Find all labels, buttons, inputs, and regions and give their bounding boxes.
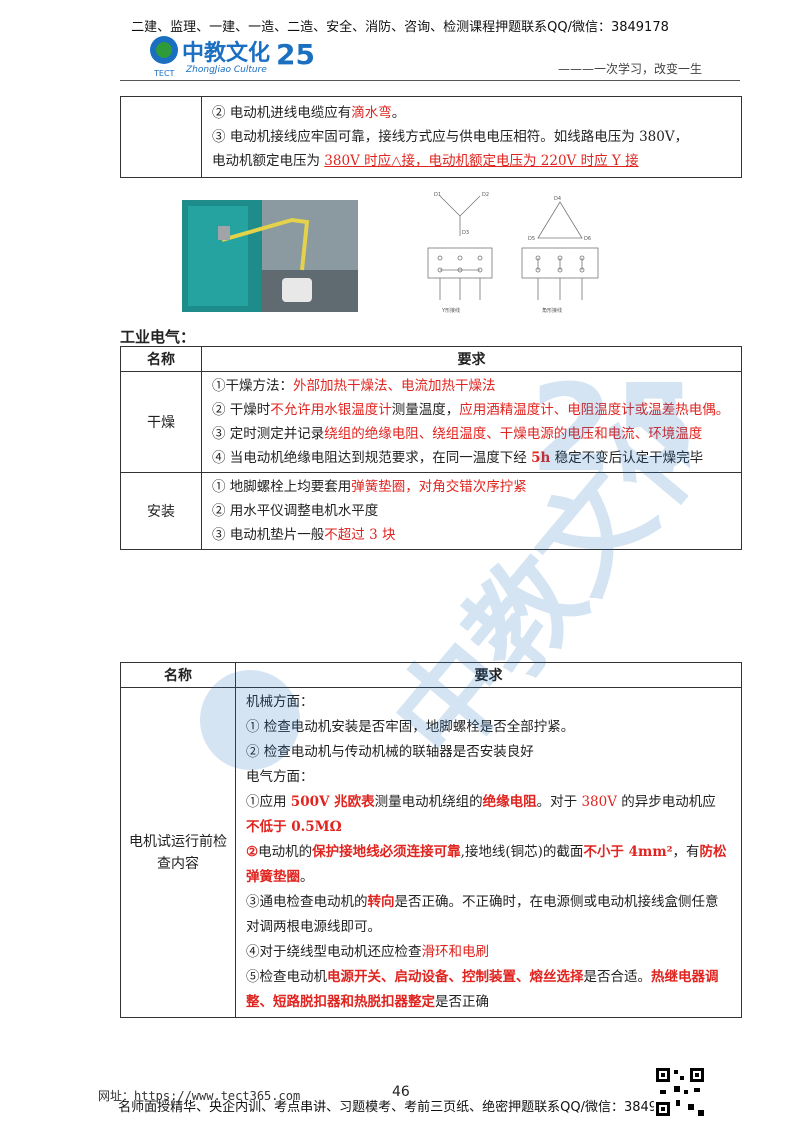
row-req-dry: ①干燥方法：外部加热干燥法、电流加热干燥法 ② 干燥时不允许用水银温度计测量温度…	[201, 371, 742, 473]
svg-text:D2: D2	[482, 192, 489, 198]
svg-text:D4: D4	[554, 196, 561, 202]
req-line: 电动机额定电压为 380V 时应△接，电动机额定电压为 220V 时应 Y 接	[212, 153, 639, 169]
section-title: 工业电气：	[120, 328, 196, 346]
top-table: ② 电动机进线电缆应有滴水弯。 ③ 电动机接线应牢固可靠，接线方式应与供电电压相…	[120, 96, 742, 178]
wiring-diagram: Y形接线 角形接线 D1 D2 D3 D4 D5 D6	[427, 192, 599, 314]
svg-text:25: 25	[276, 38, 315, 71]
table-row: 电机试运行前检查内容 机械方面： ① 检查电动机安装是否牢固，地脚螺栓是否全部拧…	[120, 687, 742, 1018]
industrial-electric-table: 名称 要求 干燥 ①干燥方法：外部加热干燥法、电流加热干燥法 ② 干燥时不允许用…	[120, 346, 742, 550]
req-line: ③ 电动机接线应牢固可靠，接线方式应与供电电压相符。如线路电压为 380V，	[212, 129, 689, 145]
svg-text:中教文化: 中教文化	[182, 40, 270, 66]
row-name-trial: 电机试运行前检查内容	[120, 687, 236, 1018]
delta-connection-diagram	[521, 201, 599, 300]
row-name-dry: 干燥	[120, 371, 202, 473]
row-name-install: 安装	[120, 472, 202, 550]
col-header-req: 要求	[235, 662, 742, 688]
footer-contact-line: 名师面授精华、央企内训、考点串讲、习题模考、考前三页纸、绝密押题联系QQ/微信：…	[118, 1100, 682, 1115]
svg-text:ZhongJiao Culture: ZhongJiao Culture	[185, 65, 267, 75]
col-header-req: 要求	[201, 346, 742, 372]
header-divider	[120, 80, 740, 81]
top-table-name-cell	[120, 96, 202, 178]
col-header-name: 名称	[120, 346, 202, 372]
header-slogan: ———一次学习，改变一生	[557, 62, 702, 76]
svg-text:TECT: TECT	[153, 69, 175, 78]
svg-text:D5: D5	[528, 236, 535, 242]
qr-code-icon	[654, 1066, 706, 1118]
trial-run-check-table: 名称 要求 电机试运行前检查内容 机械方面： ① 检查电动机安装是否牢固，地脚螺…	[120, 662, 742, 1018]
header-contact-line: 二建、监理、一建、一造、二造、安全、消防、咨询、检测课程押题联系QQ/微信：38…	[131, 20, 669, 35]
col-header-name: 名称	[120, 662, 236, 688]
req-line: ② 电动机进线电缆应有滴水弯。	[212, 105, 406, 121]
svg-text:D6: D6	[584, 236, 591, 242]
row-req-install: ① 地脚螺栓上均要套用弹簧垫圈，对角交错次序拧紧 ② 用水平仪调整电机水平度 ③…	[201, 472, 742, 550]
svg-text:D1: D1	[434, 192, 441, 198]
motor-photo	[182, 200, 358, 312]
company-logo: TECT 中教文化 ZhongJiao Culture 25	[150, 36, 315, 78]
y-connection-diagram	[427, 195, 493, 300]
svg-text:D3: D3	[462, 230, 469, 236]
top-table-req-cell: ② 电动机进线电缆应有滴水弯。 ③ 电动机接线应牢固可靠，接线方式应与供电电压相…	[201, 96, 742, 178]
svg-text:角形接线: 角形接线	[542, 307, 562, 314]
row-req-trial: 机械方面： ① 检查电动机安装是否牢固，地脚螺栓是否全部拧紧。 ② 检查电动机与…	[235, 687, 742, 1018]
svg-text:Y形接线: Y形接线	[441, 307, 460, 314]
table-row: 干燥 ①干燥方法：外部加热干燥法、电流加热干燥法 ② 干燥时不允许用水银温度计测…	[120, 371, 742, 473]
page-number: 46	[392, 1084, 410, 1100]
footer-url: 网址：https://www.tect365.com	[98, 1089, 301, 1103]
table-row: 安装 ① 地脚螺栓上均要套用弹簧垫圈，对角交错次序拧紧 ② 用水平仪调整电机水平…	[120, 472, 742, 550]
